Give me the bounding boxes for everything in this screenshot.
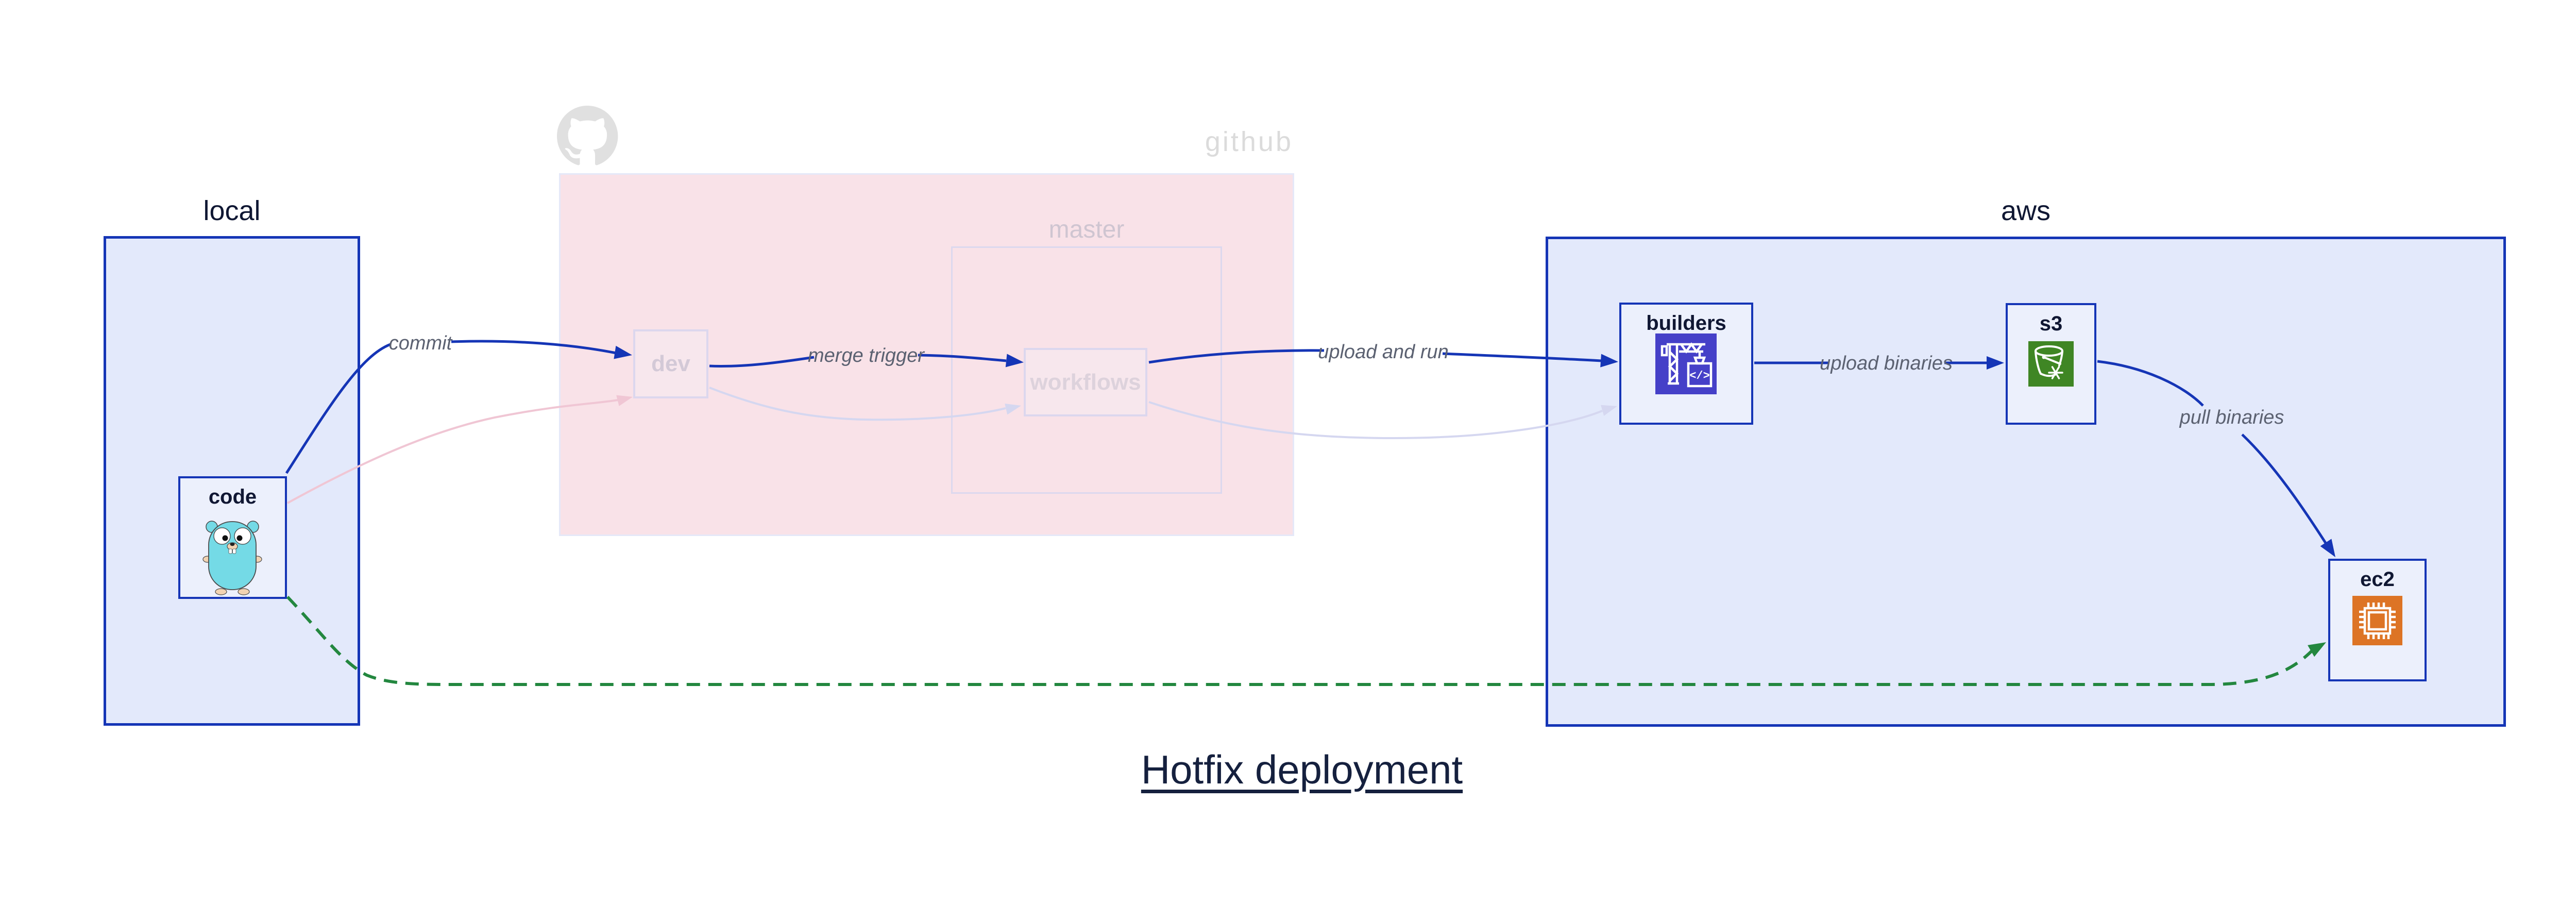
edge-commit: commit [285,332,632,474]
go-gopher-icon [202,521,262,595]
cpu-chip-icon [2352,596,2402,645]
arrowhead-faded-pink [616,395,633,406]
node-label-s3: s3 [2039,312,2063,335]
arrowhead-blue [1005,354,1024,368]
arrowhead-blue [614,345,632,359]
group-label-aws: aws [2001,195,2051,226]
node-label-workflows: workflows [1030,369,1141,395]
group-label-github: github [1205,126,1293,157]
edge-label-commit: commit [389,332,453,354]
node-dev: dev [633,329,708,398]
group-label-master: master [1048,216,1125,243]
codebuild-crane-icon: </> [1655,333,1717,394]
arrowhead-blue [1600,354,1618,368]
arrowhead-blue [2320,539,2335,557]
node-label-code: code [208,486,257,508]
edge-upload-and-run: upload and run [1148,341,1618,368]
node-label-ec2: ec2 [2360,568,2395,591]
arrowhead-green [2308,642,2326,657]
node-workflows: workflows [1024,348,1147,416]
arrowhead-faded-lavender [1005,404,1021,415]
edge-hotfix-dashed [286,595,2326,687]
group-master [951,246,1222,494]
edge-merge-trigger: merge trigger [709,345,1024,368]
edge-label-pull-binaries: pull binaries [2179,407,2284,428]
edge-label-upload-and-run: upload and run [1318,341,1449,363]
arrowhead-faded-lavender [1601,405,1617,416]
edge-pull-binaries: pull binaries [2097,360,2335,557]
diagram-title: Hotfix deployment [1141,747,1463,792]
edge-label-upload-binaries: upload binaries [1820,353,1953,374]
github-octocat-icon [557,106,618,165]
edge-faded-workflows-to-builders [1148,401,1617,440]
edge-faded-code-to-dev [287,395,633,504]
edge-upload-binaries: upload binaries [1754,353,2004,374]
group-label-local: local [203,195,261,226]
s3-glacier-bucket-icon [2028,341,2074,387]
node-label-builders: builders [1646,312,1726,335]
arrowhead-blue [1987,356,2004,370]
edge-label-merge-trigger: merge trigger [808,345,925,366]
node-label-dev: dev [651,351,690,376]
edge-faded-dev-to-workflows [709,387,1021,421]
codebuild-code-glyph: </> [1689,370,1710,382]
